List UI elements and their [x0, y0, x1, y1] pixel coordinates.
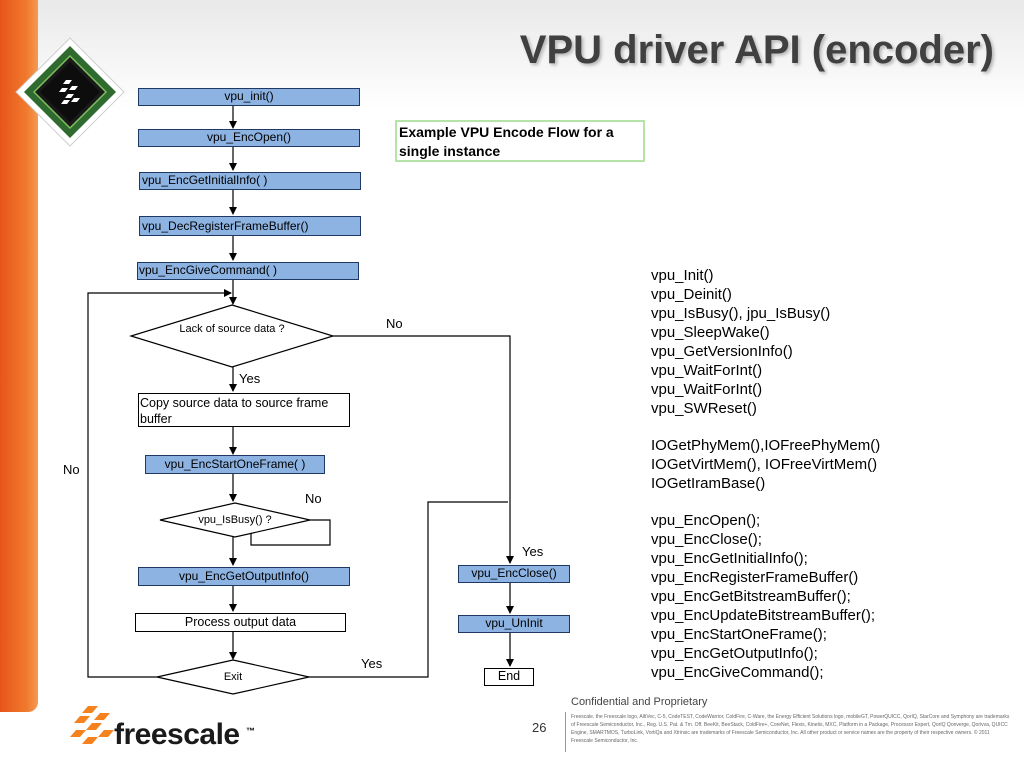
freescale-logo: freescale ™ [70, 702, 270, 752]
edge-label-lack-no: No [386, 316, 403, 331]
decision-exit-label: Exit [223, 671, 243, 683]
api-item: vpu_SleepWake() [651, 324, 770, 341]
edge-label-lack-yes: Yes [239, 371, 261, 386]
api-item: vpu_EncGetOutputInfo(); [651, 645, 818, 662]
confidential-label: Confidential and Proprietary [571, 696, 708, 708]
page-number: 26 [532, 720, 547, 735]
api-item: vpu_EncStartOneFrame(); [651, 626, 827, 643]
chip-logo-icon [15, 37, 125, 147]
node-get-initial-info: vpu_EncGetInitialInfo( ) [139, 172, 361, 190]
footer-divider [565, 712, 566, 752]
api-item: vpu_Init() [651, 267, 714, 284]
freescale-chevron-icon [70, 706, 114, 744]
edge-label-busy-no: No [305, 491, 322, 506]
decision-lack-label: Lack of source data ? [179, 323, 285, 335]
api-item: vpu_WaitForInt() [651, 362, 763, 379]
freescale-wordmark: freescale [114, 718, 240, 751]
node-enc-open: vpu_EncOpen() [138, 129, 360, 147]
node-copy-source: Copy source data to source frame buffer [138, 393, 350, 427]
legal-text: Freescale, the Freescale logo, AltiVec, … [571, 714, 1010, 744]
node-register-frame-buffer: vpu_DecRegisterFrameBuffer() [139, 216, 361, 236]
api-item: vpu_SWReset() [651, 400, 757, 417]
api-item: IOGetVirtMem(), IOFreeVirtMem() [651, 456, 878, 473]
api-item: vpu_Deinit() [651, 286, 732, 303]
api-item: vpu_EncGetBitstreamBuffer(); [651, 588, 851, 605]
api-list: vpu_Init() vpu_Deinit() vpu_IsBusy(), jp… [651, 266, 991, 682]
api-item: vpu_EncOpen(); [651, 512, 761, 529]
node-enc-close: vpu_EncClose() [458, 565, 570, 583]
api-item: IOGetIramBase() [651, 475, 766, 492]
slide-title: VPU driver API (encoder) [519, 28, 994, 72]
node-uninit: vpu_UnInit [458, 615, 570, 633]
api-item: vpu_GetVersionInfo() [651, 343, 793, 360]
decision-lack-diamond [128, 304, 336, 368]
edge-exit-yes [309, 501, 508, 678]
decision-busy-label: vpu_IsBusy() ? [198, 514, 272, 526]
api-item: IOGetPhyMem(),IOFreePhyMem() [651, 437, 881, 454]
api-item: vpu_EncGiveCommand(); [651, 664, 824, 681]
edge-exit-no-loop [87, 289, 232, 678]
node-vpu-init: vpu_init() [138, 88, 360, 106]
api-spacer [651, 493, 991, 511]
node-get-output-info: vpu_EncGetOutputInfo() [138, 567, 350, 586]
api-item: vpu_IsBusy(), jpu_IsBusy() [651, 305, 831, 322]
node-process-output: Process output data [135, 613, 346, 632]
api-item: vpu_EncUpdateBitstreamBuffer(); [651, 607, 875, 624]
api-item: vpu_EncClose(); [651, 531, 762, 548]
api-item: vpu_WaitForInt() [651, 381, 763, 398]
node-start-one-frame: vpu_EncStartOneFrame( ) [145, 455, 325, 474]
example-flow-note: Example VPU Encode Flow for a single ins… [395, 120, 645, 162]
edge-label-close-yes: Yes [522, 544, 544, 559]
decision-busy-diamond [159, 502, 311, 538]
node-give-command: vpu_EncGiveCommand( ) [137, 262, 359, 280]
decision-exit-diamond [156, 659, 310, 695]
api-item: vpu_EncGetInitialInfo(); [651, 550, 808, 567]
node-end: End [484, 668, 534, 686]
api-spacer [651, 418, 991, 436]
trademark-symbol: ™ [246, 726, 255, 736]
edge-label-loop-no: No [63, 462, 80, 477]
edge-label-exit-yes: Yes [361, 656, 383, 671]
api-item: vpu_EncRegisterFrameBuffer() [651, 569, 859, 586]
edge-lack-no [333, 335, 514, 564]
orange-side-band [0, 0, 38, 712]
